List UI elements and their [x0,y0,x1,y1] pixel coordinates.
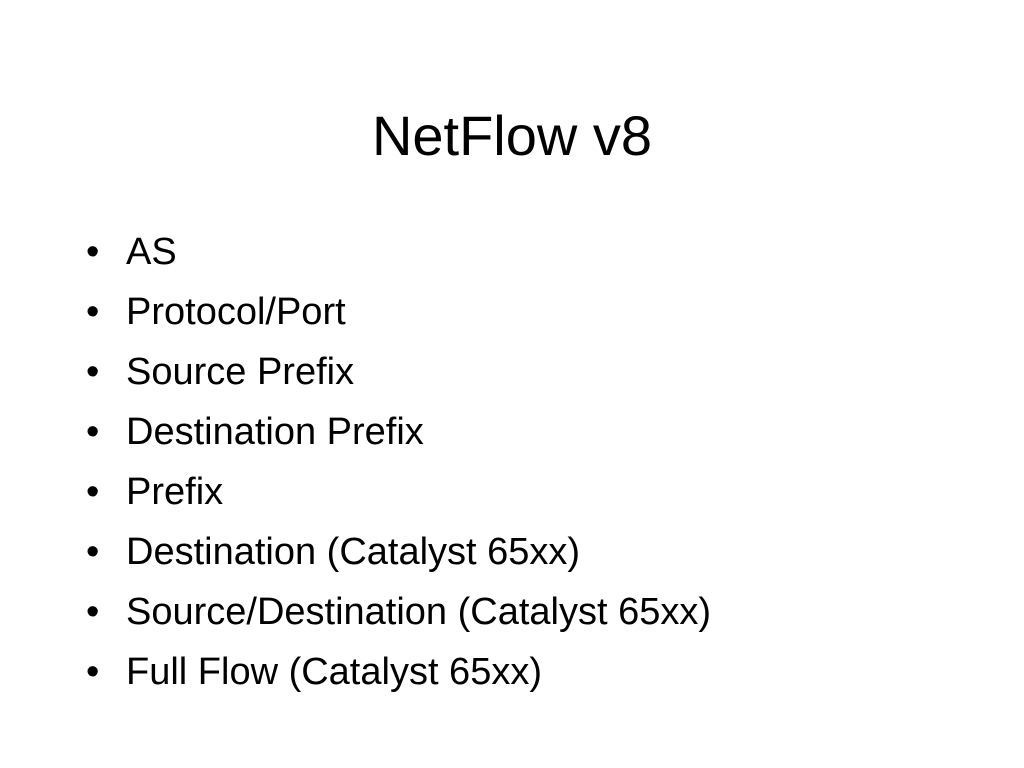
bullet-item: • AS [86,222,986,282]
bullet-icon: • [86,651,100,693]
bullet-icon: • [86,471,100,513]
slide-title: NetFlow v8 [371,104,653,167]
bullet-item: • Destination Prefix [86,402,986,462]
bullet-text: AS [126,231,177,273]
bullet-list: • AS • Protocol/Port • Source Prefix • D… [86,222,986,702]
bullet-text: Full Flow (Catalyst 65xx) [126,651,542,693]
bullet-item: • Destination (Catalyst 65xx) [86,522,986,582]
bullet-text: Protocol/Port [126,291,346,333]
bullet-item: • Source/Destination (Catalyst 65xx) [86,582,986,642]
bullet-icon: • [86,291,100,333]
bullet-item: • Protocol/Port [86,282,986,342]
bullet-item: • Prefix [86,462,986,522]
bullet-text: Destination (Catalyst 65xx) [126,531,581,573]
bullet-icon: • [86,591,100,633]
bullet-item: • Full Flow (Catalyst 65xx) [86,642,986,702]
bullet-text: Source/Destination (Catalyst 65xx) [126,591,712,633]
bullet-text: Prefix [126,471,224,513]
bullet-text: Destination Prefix [126,411,424,453]
bullet-icon: • [86,351,100,393]
bullet-icon: • [86,531,100,573]
bullet-icon: • [86,231,100,273]
bullet-text: Source Prefix [126,351,355,393]
bullet-icon: • [86,411,100,453]
bullet-item: • Source Prefix [86,342,986,402]
